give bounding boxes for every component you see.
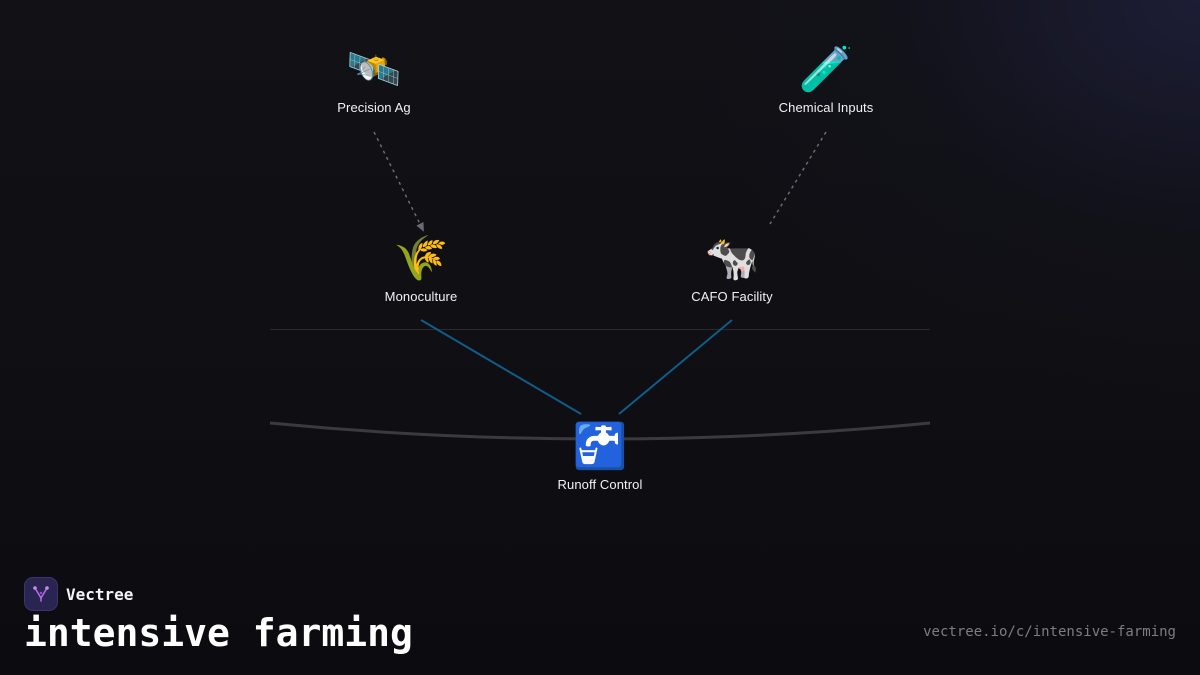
node-cafo-facility[interactable]: 🐄 CAFO Facility: [652, 231, 812, 304]
node-monoculture[interactable]: 🌾 Monoculture: [341, 231, 501, 304]
edge-monoculture-to-runoff-control: [420, 319, 582, 415]
page-title: intensive farming: [24, 611, 413, 655]
wheat-icon: 🌾: [393, 233, 449, 284]
node-label: CAFO Facility: [691, 289, 773, 304]
node-label: Precision Ag: [337, 100, 411, 115]
edge-chemical-inputs-to-cafo-facility: [769, 131, 827, 225]
page-url[interactable]: vectree.io/c/intensive-farming: [923, 624, 1176, 640]
brand-name: Vectree: [66, 584, 134, 604]
water-tap-icon: 🚰: [572, 421, 628, 472]
vectree-logo-icon: [24, 577, 58, 611]
cow-icon: 🐄: [704, 233, 760, 284]
node-label: Runoff Control: [557, 477, 643, 492]
node-label: Monoculture: [384, 289, 458, 304]
node-precision-ag[interactable]: 🛰️ Precision Ag: [294, 42, 454, 115]
brand: Vectree: [24, 577, 133, 611]
base-arc: [269, 421, 931, 441]
edge-cafo-facility-to-runoff-control: [618, 319, 733, 415]
edge-precision-ag-to-monoculture: [373, 131, 424, 232]
test-tube-icon: 🧪: [798, 44, 854, 95]
node-runoff-control[interactable]: 🚰 Runoff Control: [520, 419, 680, 492]
satellite-icon: 🛰️: [346, 44, 402, 95]
node-chemical-inputs[interactable]: 🧪 Chemical Inputs: [746, 42, 906, 115]
node-label: Chemical Inputs: [778, 100, 874, 115]
